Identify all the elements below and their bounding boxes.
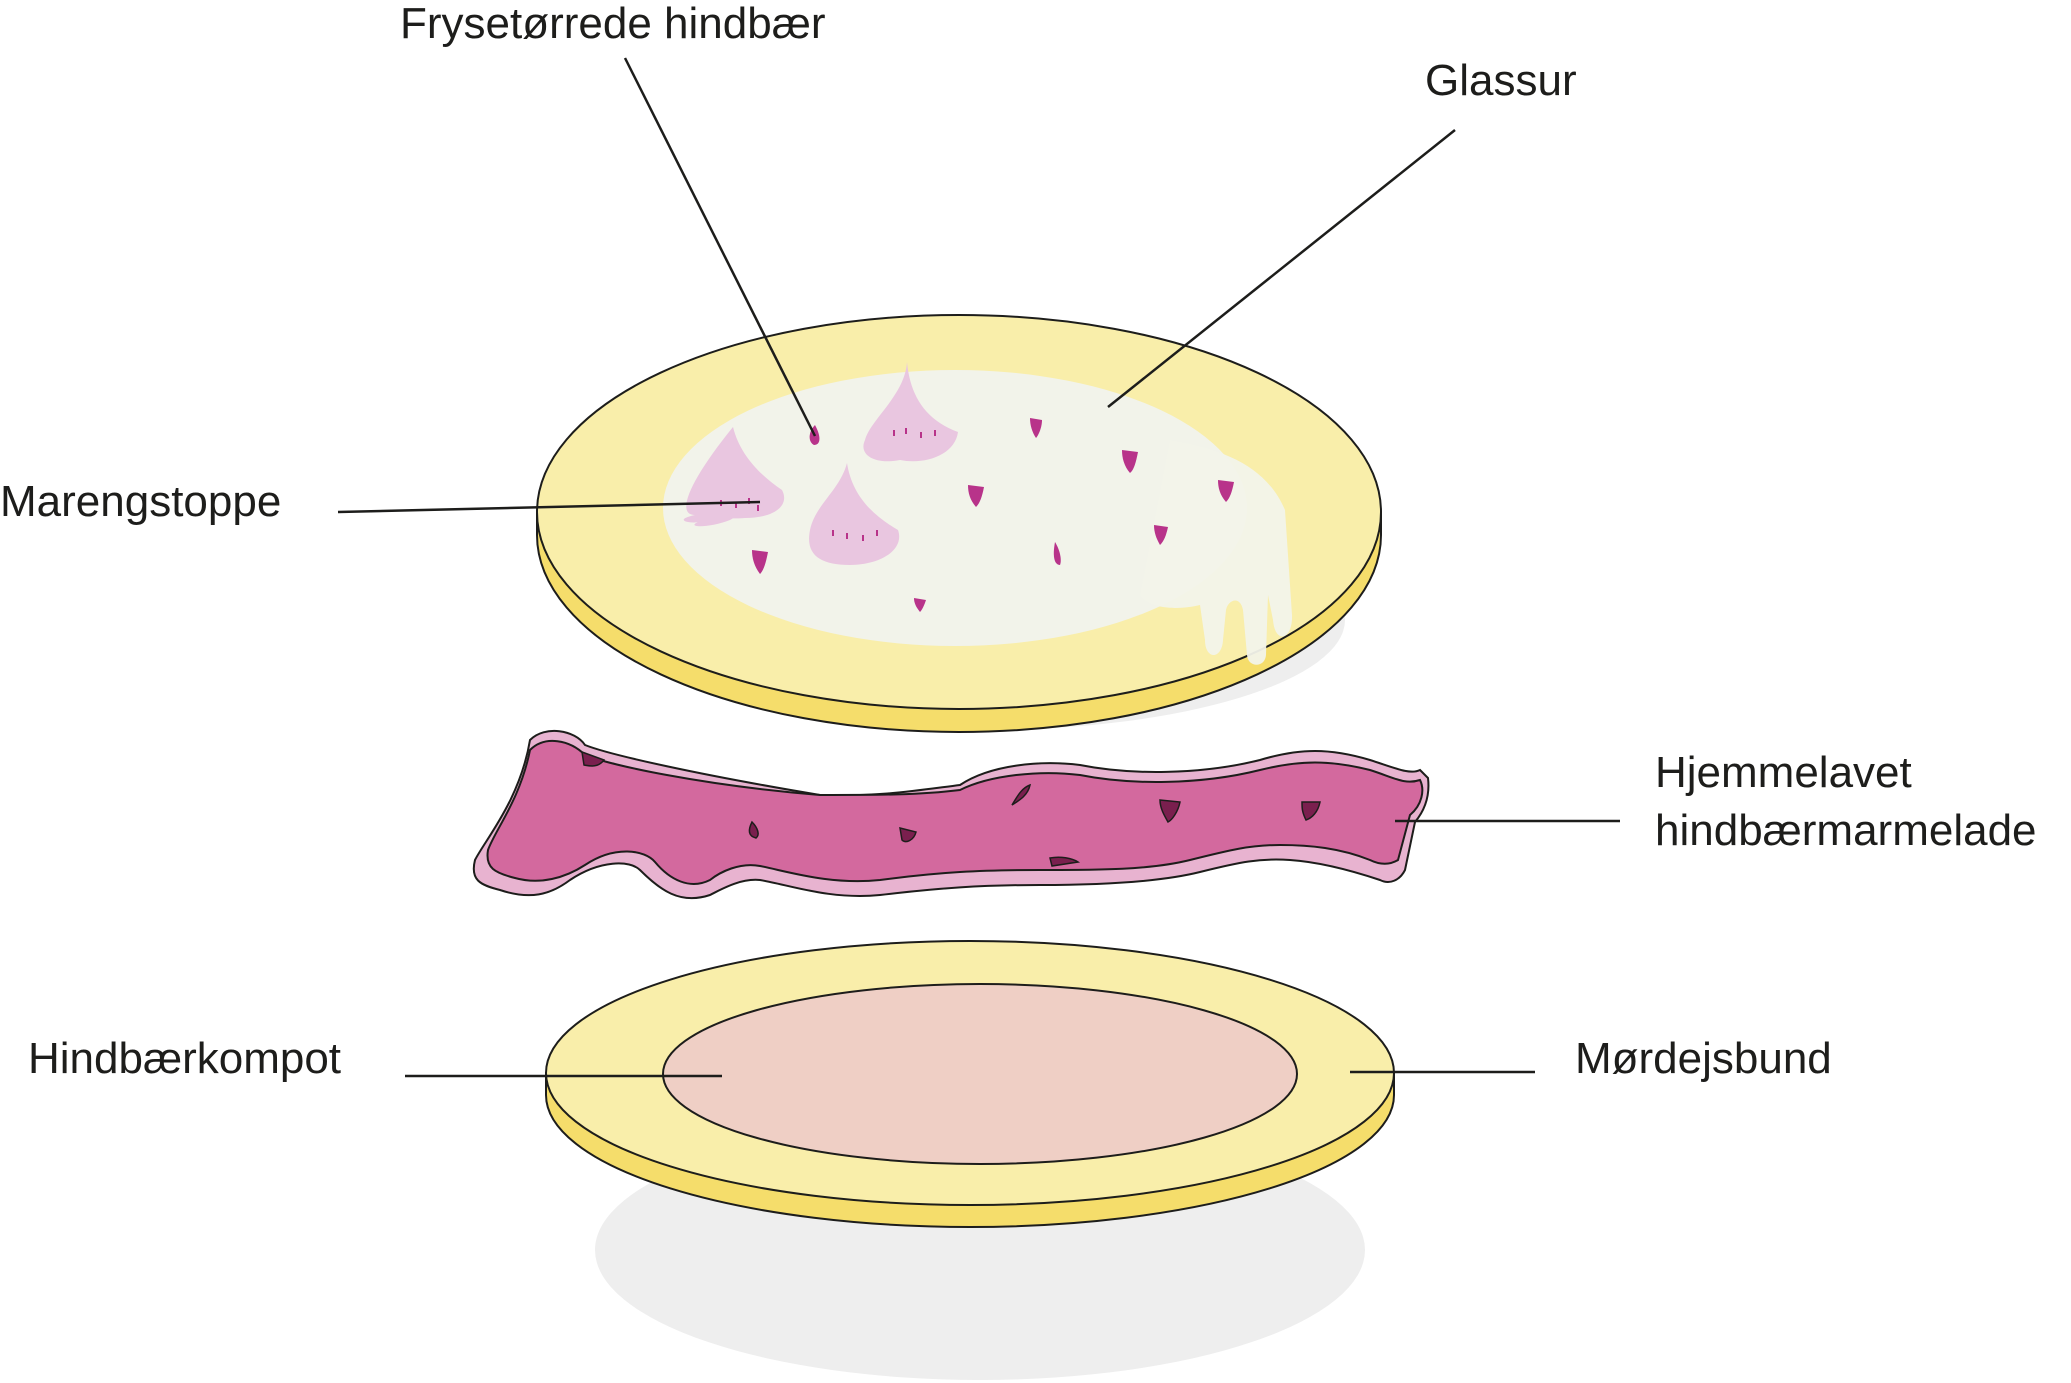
meringue-kiss (809, 463, 900, 565)
label-compote: Hindbærkompot (28, 1034, 341, 1083)
jam-berry-chunk (1011, 783, 1032, 806)
raspberry-piece (1122, 450, 1138, 473)
label-freeze-dried-raspberries: Frysetørrede hindbær (400, 0, 825, 48)
raspberry-piece (1053, 542, 1061, 565)
label-meringue: Marengstoppe (0, 477, 281, 526)
label-jam-line2: hindbærmarmelade (1655, 806, 2037, 855)
meringue-kisses (683, 362, 958, 565)
label-jam-line1: Hjemmelavet (1655, 748, 1912, 797)
glaze-drip (1140, 440, 1293, 665)
raspberry-piece (1154, 525, 1168, 545)
meringue-kiss (695, 427, 785, 519)
raspberry-piece (1030, 418, 1042, 438)
leader-lines (337, 57, 1620, 1078)
raspberry-piece (752, 550, 768, 574)
raspberry-piece (1218, 480, 1234, 502)
glaze-layer (663, 370, 1293, 665)
jam-berry-chunk (1049, 856, 1081, 867)
raspberry-jam-layer (472, 729, 1430, 900)
jam-berry-chunk (1301, 801, 1321, 821)
glaze-pool (663, 370, 1247, 646)
label-crust: Mørdejsbund (1575, 1034, 1832, 1083)
meringue-kiss (863, 362, 958, 462)
label-glaze: Glassur (1425, 56, 1577, 105)
raspberry-compote (662, 983, 1298, 1165)
leader-glaze (1107, 129, 1456, 408)
leader-meringue (337, 500, 761, 514)
jam-berry-chunk (899, 826, 917, 843)
jam-top (486, 739, 1424, 885)
jam-berry-chunks (581, 750, 1321, 867)
jam-berry-chunk (581, 750, 606, 767)
bottom-crust-layer (545, 940, 1395, 1228)
leader-freeze-dried (623, 57, 817, 437)
jam-berry-chunk (748, 820, 759, 839)
raspberry-piece (968, 485, 984, 507)
freeze-dried-raspberries (752, 418, 1234, 612)
raspberry-piece (914, 598, 926, 612)
jam-berry-chunk (1159, 799, 1181, 823)
